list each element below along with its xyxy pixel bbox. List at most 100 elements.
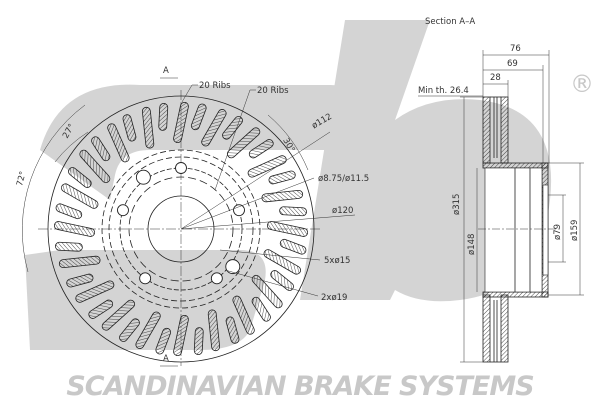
cooling-slot-group	[207, 309, 221, 352]
cooling-slot-group	[279, 238, 307, 255]
section-title: Section A–A	[425, 17, 475, 27]
section-marker-bottom: A	[163, 354, 169, 364]
cooling-slot-group	[251, 274, 283, 309]
dia-120-label: ø120	[332, 206, 353, 216]
cooling-slot	[75, 280, 115, 303]
cooling-slots	[53, 101, 309, 357]
cooling-slot	[207, 309, 221, 352]
angle-72-label: 72°	[15, 170, 29, 187]
min-thickness-label: Min th. 26.4	[418, 86, 469, 96]
registered-mark: ®	[570, 70, 594, 98]
cooling-slot-group	[55, 241, 83, 252]
cooling-slot-group	[190, 103, 207, 131]
cooling-slot-group	[58, 255, 101, 269]
cooling-slot	[53, 221, 96, 237]
ribs-label-2: 20 Ribs	[257, 86, 289, 96]
dim-148: ø148	[467, 234, 477, 255]
cooling-slot-group	[101, 299, 136, 331]
center-bore	[147, 195, 215, 263]
cooling-slot	[251, 296, 271, 322]
cooling-slot-group	[122, 114, 137, 142]
cooling-slot-group	[66, 273, 94, 288]
cooling-slot	[61, 183, 99, 209]
cooling-slot	[201, 109, 227, 147]
cooling-slot-group	[68, 167, 92, 188]
bolt-holes	[117, 162, 245, 285]
cooling-slot	[173, 314, 189, 357]
wheel-bolt-hole	[139, 272, 152, 285]
wheel-bolt-hole	[117, 204, 129, 217]
cooling-slot-group	[263, 249, 301, 275]
cooling-slot	[66, 273, 94, 288]
cooling-slot-group	[53, 221, 96, 237]
cooling-slot	[68, 167, 92, 188]
cooling-slot	[91, 136, 111, 162]
cooling-slot-group	[141, 106, 155, 149]
cooling-slot	[268, 170, 296, 185]
cooling-slot-group	[88, 299, 114, 319]
cooling-slot-group	[75, 280, 115, 303]
cooling-slot-group	[247, 155, 287, 178]
cooling-slot-group	[119, 318, 140, 342]
cooling-slot	[55, 203, 83, 220]
cooling-slot-group	[135, 311, 161, 349]
dia-875-label: ø8.75/ø11.5	[318, 174, 369, 184]
cooling-slot	[266, 221, 309, 237]
cooling-slot-group	[79, 149, 111, 184]
dim-159: ø159	[570, 220, 580, 241]
cooling-slot	[79, 149, 111, 184]
cooling-slot-group	[158, 103, 169, 131]
cooling-slot	[122, 114, 137, 142]
cooling-slot-group	[268, 170, 296, 185]
cooling-slot	[248, 139, 274, 159]
cooling-slot	[232, 295, 255, 335]
holes-5-label: 5xø15	[324, 256, 350, 266]
cooling-slot-group	[251, 296, 271, 322]
cooling-slot-group	[55, 203, 83, 220]
cooling-slot	[193, 327, 204, 355]
dim-28: 28	[490, 73, 501, 83]
cooling-slot-group	[61, 183, 99, 209]
cooling-slot-group	[232, 295, 255, 335]
cooling-slot-group	[225, 316, 240, 344]
bolt-circle	[119, 167, 243, 291]
cooling-slot-group	[173, 101, 189, 144]
cooling-slot-group	[155, 327, 172, 355]
cooling-slot	[225, 316, 240, 344]
cooling-slot	[190, 103, 207, 131]
cooling-slot	[155, 327, 172, 355]
wheel-bolt-hole	[175, 162, 187, 174]
cooling-slot	[158, 103, 169, 131]
brand-text: SCANDINAVIAN BRAKE SYSTEMS	[66, 371, 533, 400]
cooling-slot	[226, 127, 261, 159]
dim-315: ø315	[452, 194, 462, 215]
disc-outer-edge	[47, 95, 315, 363]
dim-79: ø79	[553, 224, 563, 240]
cooling-slot	[107, 123, 130, 163]
cooling-slot	[247, 155, 287, 178]
cooling-slot	[55, 241, 83, 252]
dim-76: 76	[510, 44, 521, 54]
cooling-slot-group	[107, 123, 130, 163]
front-view: A A 20 Ribs 20 Ribs 27° 72° 30° ø112 ø8.…	[15, 66, 369, 367]
dim-69: 69	[507, 59, 518, 69]
cooling-slot	[119, 318, 140, 342]
cooling-slot	[261, 189, 304, 203]
cooling-slot	[88, 299, 114, 319]
cooling-slot	[58, 255, 101, 269]
wheel-bolt-hole	[233, 204, 245, 217]
cooling-slot	[101, 299, 136, 331]
cooling-slot-group	[173, 314, 189, 357]
holes-2-label: 2xø19	[321, 293, 347, 303]
cooling-slot-group	[226, 127, 261, 159]
cooling-slot	[135, 311, 161, 349]
threaded-hole	[135, 169, 151, 185]
section-marker-top: A	[163, 66, 169, 76]
threaded-hole	[225, 259, 241, 275]
cooling-slot-group	[91, 136, 111, 162]
section-view: Section A–A Min th. 26.4 76 69 28 ø315 ø…	[418, 17, 584, 363]
cooling-slot	[141, 106, 155, 149]
ribs-label-1: 20 Ribs	[199, 81, 231, 91]
